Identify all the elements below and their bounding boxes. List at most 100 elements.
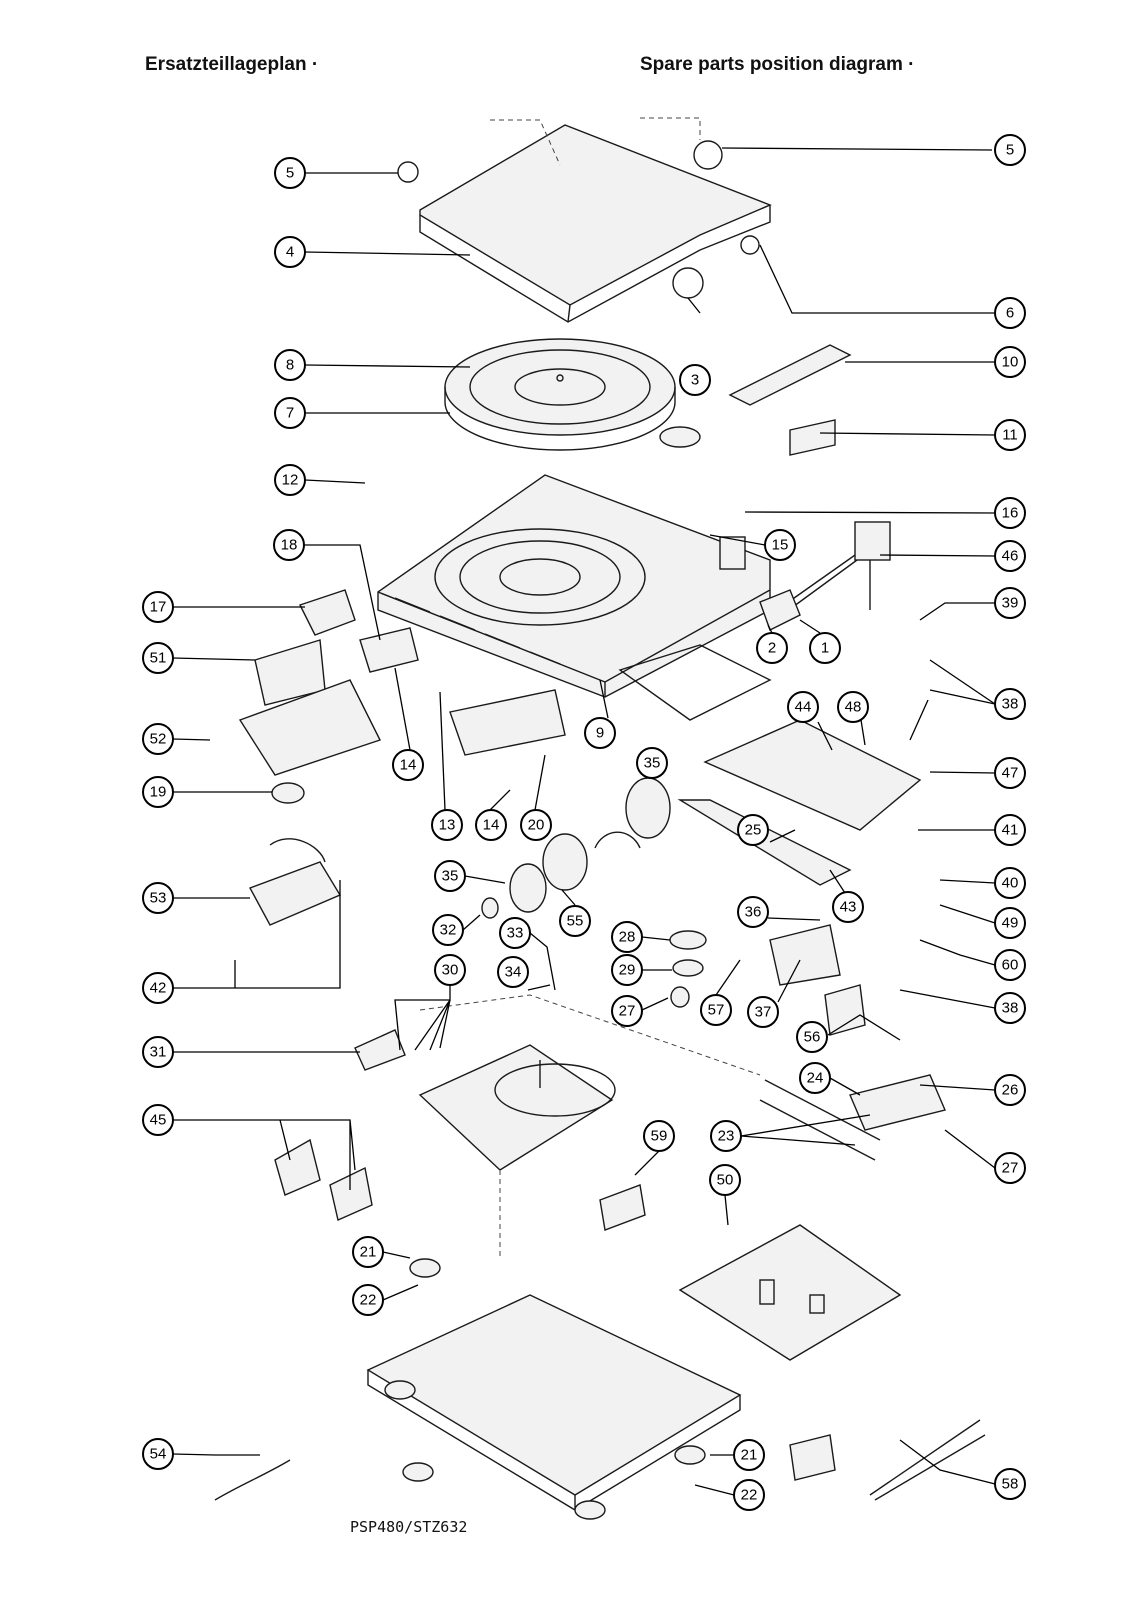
gears bbox=[271, 782, 707, 1008]
callout: 53 bbox=[142, 882, 174, 914]
callout: 25 bbox=[737, 814, 769, 846]
callout-label: 19 bbox=[150, 784, 167, 801]
callout-label: 42 bbox=[150, 980, 167, 997]
callout: 3 bbox=[679, 364, 711, 396]
title-english: Spare parts position diagram · bbox=[640, 54, 915, 75]
callout-label: 53 bbox=[150, 890, 167, 907]
callout-label: 13 bbox=[439, 817, 456, 834]
tonearm bbox=[759, 521, 891, 631]
callout-label: 26 bbox=[1002, 1082, 1019, 1099]
callout-label: 4 bbox=[286, 244, 294, 261]
callout: 14 bbox=[392, 749, 424, 781]
callout: 5 bbox=[994, 134, 1026, 166]
callout: 35 bbox=[636, 747, 668, 779]
callout-label: 17 bbox=[150, 599, 167, 616]
callout: 5 bbox=[274, 157, 306, 189]
callout-label: 7 bbox=[286, 405, 294, 422]
mechanism-plate bbox=[677, 719, 922, 886]
callout: 38 bbox=[994, 688, 1026, 720]
callout-label: 52 bbox=[150, 731, 167, 748]
callout: 33 bbox=[499, 917, 531, 949]
callout-label: 30 bbox=[442, 962, 459, 979]
callout: 49 bbox=[994, 907, 1026, 939]
callout-label: 51 bbox=[150, 650, 167, 667]
callout-label: 49 bbox=[1002, 915, 1019, 932]
callout-label: 11 bbox=[1002, 427, 1018, 444]
callout-label: 18 bbox=[281, 537, 298, 554]
callout-label: 31 bbox=[150, 1044, 167, 1061]
plinth bbox=[377, 474, 772, 721]
callout: 45 bbox=[142, 1104, 174, 1136]
callout-label: 55 bbox=[567, 913, 584, 930]
callout-label: 56 bbox=[804, 1029, 821, 1046]
callout: 55 bbox=[559, 905, 591, 937]
callout-label: 27 bbox=[1002, 1160, 1019, 1177]
bottom-plate bbox=[366, 1258, 742, 1520]
callout-label: 21 bbox=[360, 1244, 377, 1261]
callout-label: 25 bbox=[745, 822, 762, 839]
callout: 12 bbox=[274, 464, 306, 496]
callout: 41 bbox=[994, 814, 1026, 846]
callout-label: 21 bbox=[741, 1447, 758, 1464]
callout: 34 bbox=[497, 956, 529, 988]
callout: 10 bbox=[994, 346, 1026, 378]
callout-label: 5 bbox=[1006, 142, 1014, 159]
callout: 58 bbox=[994, 1468, 1026, 1500]
title-german: Ersatzteillageplan · bbox=[145, 54, 319, 75]
callout-label: 5 bbox=[286, 165, 294, 182]
main-deck bbox=[418, 994, 761, 1260]
callout-label: 35 bbox=[442, 868, 459, 885]
callout: 15 bbox=[764, 529, 796, 561]
callout: 57 bbox=[700, 994, 732, 1026]
callout: 59 bbox=[643, 1120, 675, 1152]
callout: 21 bbox=[352, 1236, 384, 1268]
callout-label: 38 bbox=[1002, 696, 1019, 713]
callout-label: 45 bbox=[150, 1112, 167, 1129]
callout-label: 47 bbox=[1002, 765, 1019, 782]
callout: 44 bbox=[787, 691, 819, 723]
callout-label: 16 bbox=[1002, 505, 1019, 522]
callout: 19 bbox=[142, 776, 174, 808]
callout-label: 22 bbox=[741, 1487, 758, 1504]
callout: 8 bbox=[274, 349, 306, 381]
callout-label: 43 bbox=[840, 899, 857, 916]
callout-label: 10 bbox=[1002, 354, 1019, 371]
callout: 48 bbox=[837, 691, 869, 723]
callout-label: 6 bbox=[1006, 305, 1014, 322]
callout-label: 27 bbox=[619, 1003, 636, 1020]
callout-label: 57 bbox=[708, 1002, 725, 1019]
callout-label: 59 bbox=[651, 1128, 668, 1145]
callout: 4 bbox=[274, 236, 306, 268]
callout-label: 41 bbox=[1002, 822, 1019, 839]
callout-label: 23 bbox=[718, 1128, 735, 1145]
callout-label: 1 bbox=[821, 640, 829, 657]
callout: 14 bbox=[475, 809, 507, 841]
callout-label: 9 bbox=[596, 725, 604, 742]
callout-label: 38 bbox=[1002, 1000, 1019, 1017]
left-assemblies bbox=[238, 589, 566, 1221]
callout: 6 bbox=[994, 297, 1026, 329]
callout: 50 bbox=[709, 1164, 741, 1196]
callout: 21 bbox=[733, 1439, 765, 1471]
callout: 51 bbox=[142, 642, 174, 674]
callout: 26 bbox=[994, 1074, 1026, 1106]
callout: 46 bbox=[994, 540, 1026, 572]
callout-label: 34 bbox=[505, 964, 522, 981]
callout: 20 bbox=[520, 809, 552, 841]
callout-label: 15 bbox=[772, 537, 789, 554]
callout: 2 bbox=[756, 632, 788, 664]
callout: 43 bbox=[832, 891, 864, 923]
callout: 29 bbox=[611, 954, 643, 986]
leader-lines bbox=[172, 147, 996, 1496]
callout: 9 bbox=[584, 717, 616, 749]
circuit-board bbox=[678, 1224, 902, 1361]
callout-label: 36 bbox=[745, 904, 762, 921]
callout: 24 bbox=[799, 1062, 831, 1094]
callout: 17 bbox=[142, 591, 174, 623]
callout: 28 bbox=[611, 921, 643, 953]
callout: 31 bbox=[142, 1036, 174, 1068]
parts-artwork bbox=[214, 117, 986, 1520]
callout-label: 29 bbox=[619, 962, 636, 979]
callout: 18 bbox=[273, 529, 305, 561]
callout-label: 22 bbox=[360, 1292, 377, 1309]
